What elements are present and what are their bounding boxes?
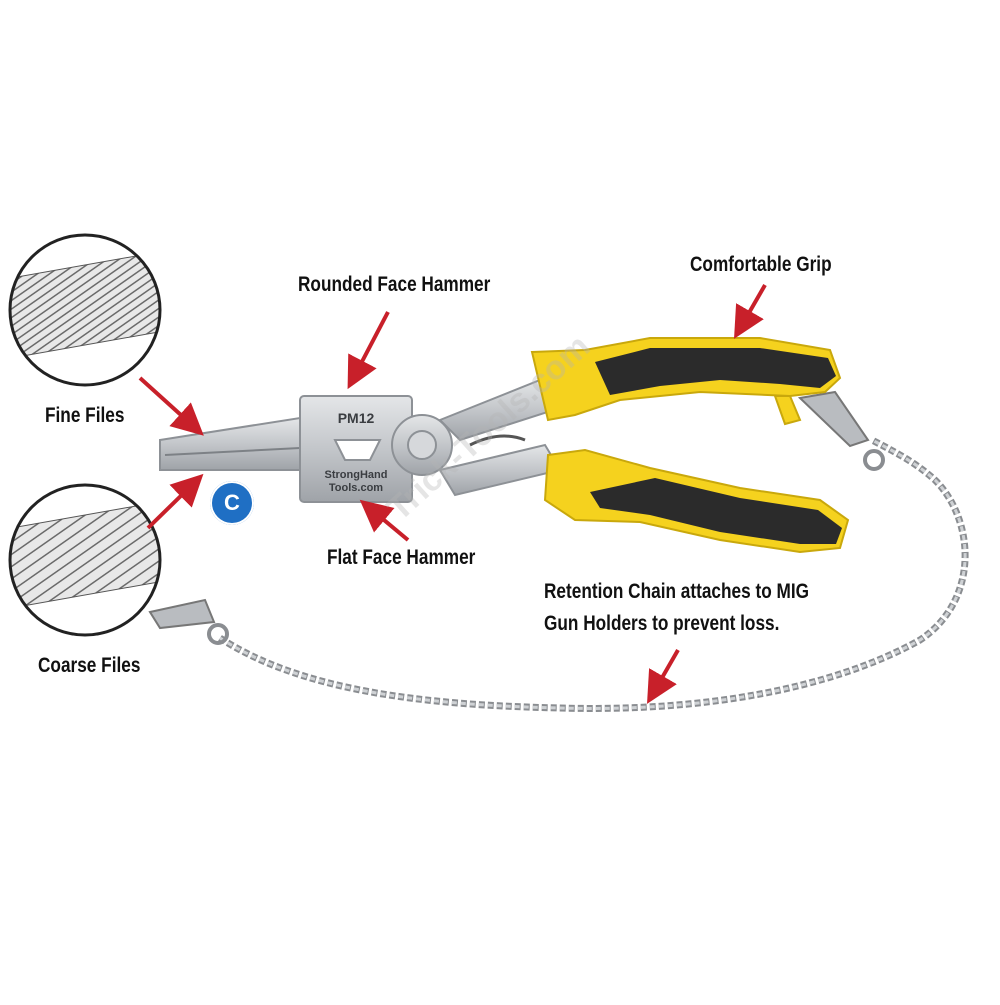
pliers-handles <box>530 337 850 554</box>
copyright-badge: C <box>210 481 254 525</box>
badge-letter: C <box>224 490 240 515</box>
label-coarse-files: Coarse Files <box>38 654 141 677</box>
arrow-coarse-files <box>146 473 204 530</box>
arrow-comfortable-grip <box>734 284 767 339</box>
coarse-files-magnifier <box>8 483 162 637</box>
pliers-jaws <box>159 378 562 503</box>
label-flat-face-hammer: Flat Face Hammer <box>327 546 476 569</box>
label-retention-chain: Retention Chain attaches to MIG Gun Hold… <box>544 576 809 640</box>
tool-brand-stamp-1: StrongHand <box>325 469 388 481</box>
tool-model-stamp: PM12 <box>338 410 375 426</box>
arrow-fine-files <box>138 376 204 436</box>
label-rounded-face-hammer: Rounded Face Hammer <box>298 273 491 296</box>
label-retention-line-2: Gun Holders to prevent loss. <box>544 612 780 635</box>
tool-brand-stamp-2: Tools.com <box>329 482 383 494</box>
label-fine-files: Fine Files <box>45 404 125 427</box>
label-comfortable-grip: Comfortable Grip <box>690 253 832 276</box>
fine-files-magnifier <box>8 233 162 387</box>
arrow-rounded-face <box>347 311 390 390</box>
label-retention-line-1: Retention Chain attaches to MIG <box>544 580 810 603</box>
arrow-flat-face <box>359 499 410 542</box>
pointer-arrows <box>138 284 767 704</box>
arrow-retention <box>647 649 680 704</box>
retention-chain <box>148 390 969 712</box>
